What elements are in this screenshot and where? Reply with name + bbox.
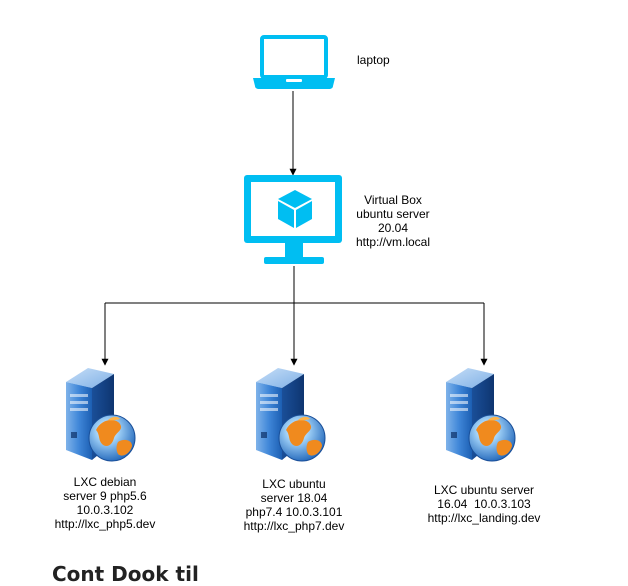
cut-off-heading: Cont Dook til [52, 562, 199, 586]
laptop-label: laptop [357, 53, 390, 67]
laptop-icon [253, 35, 335, 89]
virtualbox-label: Virtual Box ubuntu server 20.04 http://v… [355, 193, 431, 249]
web-server-icon [65, 367, 136, 462]
lxc-debian-label: LXC debian server 9 php5.6 10.0.3.102 ht… [54, 475, 156, 531]
edge-virtualbox-to-lxc-nodes [101, 266, 488, 366]
monitor-cube-icon [244, 175, 342, 264]
web-server-icon [255, 367, 326, 462]
web-server-icon [445, 367, 516, 462]
lxc-ubuntu-18-label: LXC ubuntu server 18.04 php7.4 10.0.3.10… [243, 477, 345, 533]
lxc-ubuntu-16-label: LXC ubuntu server 16.04 10.0.3.103 http:… [427, 483, 541, 525]
